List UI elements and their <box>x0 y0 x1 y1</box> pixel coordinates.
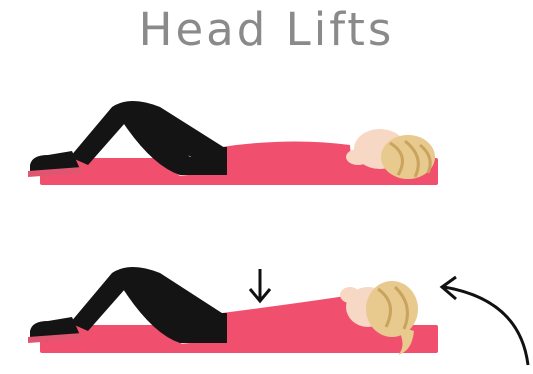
curved-arrow-icon-part <box>444 287 528 365</box>
curved-arrow-icon <box>442 277 528 365</box>
shirt <box>222 295 360 343</box>
resting-figure-part <box>346 149 370 165</box>
head-lift-figure <box>0 255 533 374</box>
page-title: Head Lifts <box>0 2 533 58</box>
head-lift-figure-part <box>340 287 360 303</box>
head-lift-illustration <box>0 255 533 374</box>
down-arrow-icon <box>250 269 270 301</box>
shirt <box>222 141 352 175</box>
resting-figure <box>0 85 533 195</box>
resting-position-illustration <box>0 85 533 195</box>
